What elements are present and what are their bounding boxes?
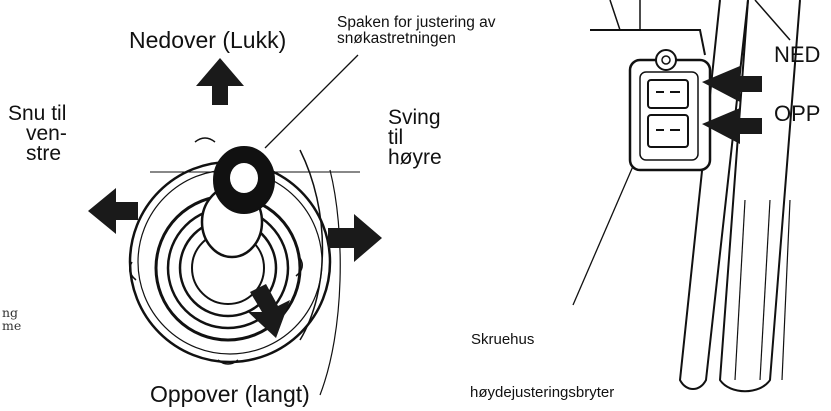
label-down-close: Nedover (Lukk) <box>129 27 287 53</box>
button-arrows <box>702 66 762 144</box>
label-left-line1: Snu til <box>8 102 67 125</box>
lever-knob-highlight <box>230 163 258 193</box>
control-box-inner <box>639 71 699 161</box>
label-right-line1: Sving <box>388 106 441 129</box>
label-right-line3: høyre <box>388 146 442 169</box>
handle-grip-1 <box>734 199 746 381</box>
frame-top-1 <box>609 0 621 31</box>
housing-leader-line <box>572 149 641 306</box>
arrow-down-icon <box>248 284 290 338</box>
label-height-switch: høydejusteringsbryter <box>470 384 615 401</box>
control-panel-assembly <box>590 0 801 393</box>
lever-detent-marks <box>129 137 303 365</box>
screw-boss <box>655 49 677 71</box>
handle-shaft-right <box>718 0 801 393</box>
lever-leader-line <box>264 54 359 149</box>
direction-arrows <box>88 58 382 338</box>
mount-bracket <box>590 29 706 56</box>
label-cut-text-line1: ng <box>2 305 19 320</box>
leader-lines <box>264 54 641 306</box>
label-housing: Skruehus <box>471 331 535 348</box>
label-lever-caption-line2: snøkastretningen <box>337 30 456 47</box>
arrow-opp-icon <box>702 108 762 144</box>
label-cut-text-line2: me <box>2 318 22 333</box>
label-lever-caption-line1: Spaken for justering av <box>337 14 496 31</box>
arrow-up-icon <box>196 58 244 105</box>
screw-boss-inner <box>661 55 671 65</box>
arrow-right-icon <box>328 214 382 262</box>
arrow-left-icon <box>88 188 138 234</box>
switch-button-up <box>647 79 689 109</box>
handle-grip-3 <box>781 199 791 381</box>
arrow-ned-icon <box>702 66 762 102</box>
label-up-far: Oppover (langt) <box>150 381 310 407</box>
joystick-assembly <box>128 137 360 396</box>
handle-shaft-left <box>678 0 749 390</box>
label-button-ned: NED <box>774 42 821 67</box>
switch-button-down <box>647 114 689 148</box>
background-chute-line <box>299 149 324 341</box>
background-side-line <box>319 169 341 396</box>
label-left-line2: ven- <box>26 122 67 145</box>
label-left-line3: stre <box>26 142 62 165</box>
label-button-opp: OPP <box>774 101 821 126</box>
label-right-line2: til <box>388 126 404 149</box>
handle-grip-2 <box>759 199 771 381</box>
frame-top-3 <box>754 0 791 41</box>
